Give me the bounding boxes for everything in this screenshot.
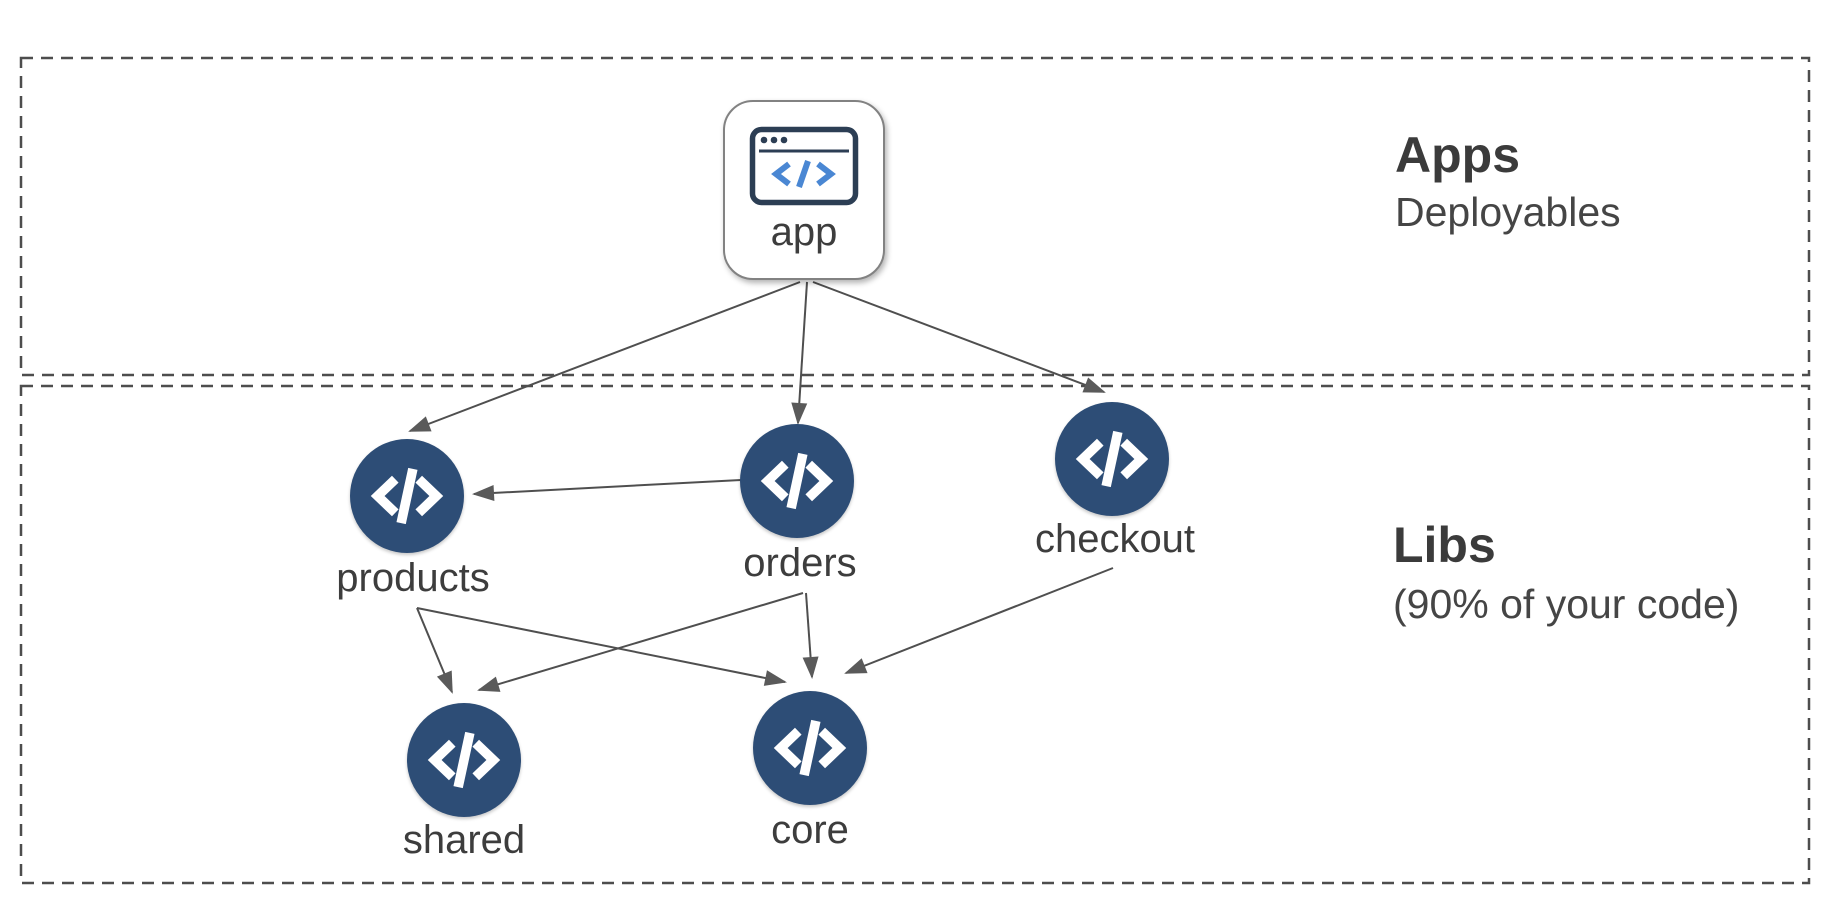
node-checkout-label: checkout bbox=[1034, 517, 1196, 561]
node-products-label: products bbox=[336, 556, 490, 600]
code-icon bbox=[370, 467, 444, 525]
libs-section-title: Libs bbox=[1393, 517, 1496, 573]
node-app: app bbox=[723, 100, 885, 280]
apps-section-title: Apps bbox=[1395, 127, 1520, 183]
code-icon bbox=[1075, 430, 1149, 488]
libs-section-box bbox=[19, 384, 1811, 885]
node-core bbox=[753, 691, 867, 805]
edge-orders-to-shared bbox=[477, 592, 804, 692]
apps-section-subtitle: Deployables bbox=[1395, 189, 1621, 235]
code-icon bbox=[427, 731, 501, 789]
edge-app-to-orders bbox=[791, 281, 808, 425]
node-app-label: app bbox=[770, 210, 838, 254]
node-shared-label: shared bbox=[402, 818, 526, 862]
edge-products-to-core bbox=[416, 607, 787, 686]
edge-checkout-to-core bbox=[844, 567, 1114, 674]
node-core-label: core bbox=[771, 808, 849, 852]
node-products bbox=[350, 439, 464, 553]
apps-section-box bbox=[19, 56, 1811, 377]
libs-section-subtitle: (90% of your code) bbox=[1393, 581, 1740, 627]
edge-orders-to-core bbox=[802, 592, 819, 679]
edge-app-to-products bbox=[408, 281, 801, 432]
node-orders-label: orders bbox=[743, 541, 857, 585]
code-icon bbox=[773, 719, 847, 777]
edge-app-to-checkout bbox=[812, 281, 1106, 393]
node-checkout bbox=[1055, 402, 1169, 516]
node-shared bbox=[407, 703, 521, 817]
browser-code-icon bbox=[749, 126, 859, 206]
code-icon bbox=[760, 452, 834, 510]
node-orders bbox=[740, 424, 854, 538]
edge-orders-to-products bbox=[472, 479, 742, 501]
edge-products-to-shared bbox=[416, 607, 453, 694]
